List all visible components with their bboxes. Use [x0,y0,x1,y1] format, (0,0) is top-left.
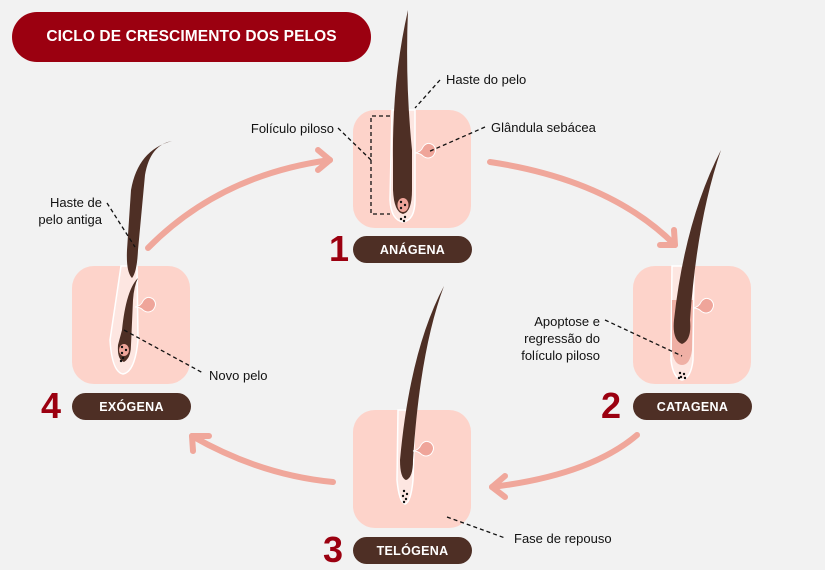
stage-4-illustration [72,141,190,384]
arrow-1-to-2-head [657,227,678,248]
arrow-3-to-4 [189,433,336,485]
stage-2-illustration [633,150,751,384]
label-new-hair: Novo pelo [209,368,268,383]
stage-2-name: CATAGENA [656,399,729,414]
page-title: CICLO DE CRESCIMENTO DOS PELOS [46,28,337,45]
stage-3-pill: TELÓGENA [353,537,472,564]
label-rest-phase: Fase de repouso [514,531,612,546]
hair-icon [400,286,444,480]
label-apoptosis: Apoptose e regressão do folículo piloso [490,313,600,364]
papilla [119,344,129,356]
stage-2-pill: CATAGENA [633,393,752,420]
arrow-1-to-2 [487,159,678,248]
arrow-2-to-3 [489,432,640,490]
stage-1-name: ANÁGENA [379,242,446,257]
stage-1-number: 1 [329,228,350,269]
cycle-arrows [145,147,678,500]
label-apoptosis-line-1: Apoptose e [534,314,600,329]
new-hair-icon [117,278,138,362]
stage-3-illustration [353,286,471,528]
hair-icon [392,10,412,214]
arrow-4-to-1 [145,157,333,251]
label-old-shaft-line-2: pelo antiga [38,212,102,227]
stage-3-number: 3 [323,529,344,570]
label-hair-follicle: Folículo piloso [250,121,334,136]
leader-lines [106,79,683,539]
papilla [397,198,409,212]
label-apoptosis-line-2: regressão do [524,331,600,346]
arrow-4-to-1-head [315,147,333,173]
stage-2-number: 2 [601,385,622,426]
stage-1-pill: ANÁGENA [353,236,472,263]
label-apoptosis-line-3: folículo piloso [521,348,600,363]
stage-4-number: 4 [41,385,62,426]
stage-1-illustration [353,10,471,228]
label-hair-shaft: Haste do pelo [446,72,527,87]
arrow-3-to-4-head [189,433,212,454]
label-sebaceous-gland: Glândula sebácea [491,120,596,135]
label-old-shaft-line-1: Haste de [49,195,102,210]
title-banner: CICLO DE CRESCIMENTO DOS PELOS [12,12,371,62]
hair-icon [673,150,721,344]
arrow-2-to-3-head [489,473,508,500]
follicle-bracket [370,115,390,215]
old-hair-icon [126,141,172,278]
stage-3-name: TELÓGENA [376,543,449,558]
label-old-hair-shaft: Haste de pelo antiga [20,194,102,228]
stage-4-pill: EXÓGENA [72,393,191,420]
stage-4-name: EXÓGENA [99,399,164,414]
